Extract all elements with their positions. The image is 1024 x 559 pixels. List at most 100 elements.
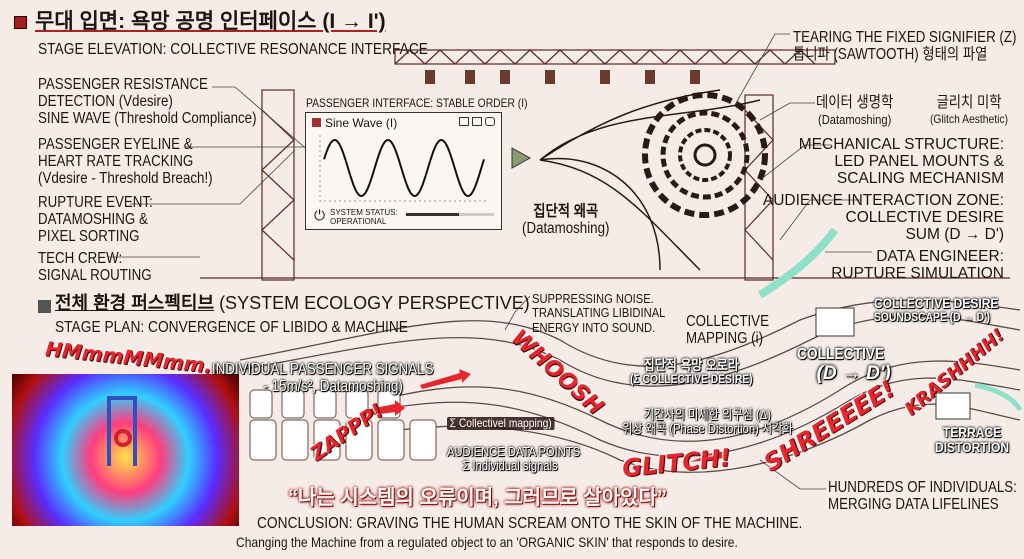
label-line: (Σ COLLECTIVE DESIRE) xyxy=(630,372,753,387)
ecology-title-en: (SYSTEM ECOLOGY PERSPECTIVE) xyxy=(219,293,530,313)
status-meter xyxy=(406,213,494,216)
power-icon[interactable]: ⏻ xyxy=(314,207,326,223)
label-line: AUDIENCE DATA POINTS xyxy=(447,444,581,459)
label-line: TEARING THE FIXED SIGNIFIER (Z) xyxy=(793,29,1017,46)
wave-toggle-icon[interactable] xyxy=(472,117,482,126)
datamoshing-label: 데이터 생명학(Datamoshing) xyxy=(816,94,893,128)
label-line: SINE WAVE (Threshold Compliance) xyxy=(38,110,257,127)
passenger-signals-label: INDIVIDUAL PASSENGER SIGNALS- 15m/s², Da… xyxy=(212,361,433,395)
ring-shape xyxy=(114,429,132,447)
label-line: PIXEL SORTING xyxy=(38,228,140,245)
label-line: MERGING DATA LIFELINES xyxy=(828,496,999,513)
wave-label: Sine Wave (I) xyxy=(325,116,398,130)
sine-wave xyxy=(323,138,485,198)
leader-lines xyxy=(108,33,872,490)
stage-truss xyxy=(200,49,1010,281)
label-line: PASSENGER RESISTANCE xyxy=(38,76,208,93)
sine-wave-plot xyxy=(319,135,486,202)
teal-arrow-up xyxy=(757,227,839,299)
label-line: RUPTURE EVENT: xyxy=(38,194,153,211)
mechanical-label: MECHANICAL STRUCTURE:LED PANEL MOUNTS &S… xyxy=(799,136,1004,187)
sine-wave-tab: Sine Wave (I) xyxy=(312,116,398,130)
collective-mapping-sum: Σ Collectivel mapping) xyxy=(447,416,555,431)
label-line: COLLECTIVE xyxy=(686,313,769,330)
elevation-subtitle: STAGE ELEVATION: COLLECTIVE RESONANCE IN… xyxy=(38,41,428,58)
label-line: (Datamoshing) xyxy=(817,112,892,127)
label-line: SCALING MECHANISM xyxy=(836,170,1004,187)
label-line: 기간사의 미세한 의구심 (Δ) xyxy=(643,407,771,422)
ecology-subtitle: STAGE PLAN: CONVERGENCE OF LIBIDO & MACH… xyxy=(55,319,408,336)
audience-seats xyxy=(249,389,437,461)
label-line: DATA ENGINEER: xyxy=(876,248,1004,265)
label-line: - 15m/s², Datamoshing) xyxy=(263,378,403,395)
label-line: Σ Individual signals xyxy=(462,458,558,474)
status-line: OPERATIONAL xyxy=(330,216,387,226)
passenger-interface-screen: Sine Wave (I) ⏻ SYSTEM STATUS:OPERATIONA… xyxy=(305,112,502,230)
chart-icon[interactable] xyxy=(459,117,469,126)
aurora-label: 집단적 욕망 오로라(Σ COLLECTIVE DESIRE) xyxy=(630,357,753,387)
label-line: RUPTURE SIMULATION xyxy=(831,265,1004,282)
label-line: 집단적 욕망 오로라 xyxy=(643,357,739,373)
datamosh-vortex xyxy=(539,89,768,271)
data-engineer-label: DATA ENGINEER:RUPTURE SIMULATION xyxy=(831,248,1004,282)
elevation-title: 무대 입면: 욕망 공명 인터페이스 (I → I') xyxy=(35,10,386,33)
screen-header: PASSENGER INTERFACE: STABLE ORDER (I) xyxy=(306,96,528,110)
label-line: 글리치 미학 xyxy=(936,94,1002,111)
info-icon[interactable] xyxy=(485,117,495,126)
conclusion: CONCLUSION: GRAVING THE HUMAN SCREAM ONT… xyxy=(257,515,803,532)
label-line: HEART RATE TRACKING xyxy=(38,153,194,170)
hundreds-label: HUNDREDS OF INDIVIDUALS:MERGING DATA LIF… xyxy=(828,479,1017,513)
wave-icon xyxy=(312,118,321,127)
label-line: TECH CREW: xyxy=(38,250,123,267)
section-marker-icon xyxy=(14,16,27,29)
label-line: (Glitch Aesthetic) xyxy=(930,112,1009,126)
system-status: SYSTEM STATUS:OPERATIONAL xyxy=(330,208,398,227)
label-line: (Vdesire - Threshold Breach!) xyxy=(38,170,213,187)
label-line: COLLECTIVE xyxy=(797,346,885,363)
label-line: DETECTION (Vdesire) xyxy=(38,93,173,110)
label-line: COLLECTIVE DESIRE xyxy=(874,295,999,311)
label-line: SUM (D → D') xyxy=(905,226,1004,243)
label-line: SOUNDSCAPE (D → D') xyxy=(874,310,990,325)
guillotine-frame xyxy=(107,396,137,466)
label-line: SIGNAL ROUTING xyxy=(38,267,152,284)
collective-dd-label: COLLECTIVE(D → D') xyxy=(797,346,898,384)
flow-arrow-icon xyxy=(511,147,532,169)
distortion-label: 집단적 왜곡(Datamoshing) xyxy=(522,203,609,237)
screen-controls xyxy=(459,117,495,126)
stage-photo xyxy=(12,374,239,526)
quote: “나는 시스템의 오류이며, 그러므로 살아있다” xyxy=(288,487,667,509)
label-line: TRANSLATING LIBIDINAL xyxy=(532,305,666,321)
red-arrows xyxy=(365,369,725,462)
label-line: 데이터 생명학 xyxy=(816,94,894,111)
ecology-title-ko: 전체 환경 퍼스펙티브 xyxy=(55,293,215,313)
status-line: SYSTEM STATUS: xyxy=(330,208,398,217)
label-line: PASSENGER EYELINE & xyxy=(38,136,193,153)
section-marker-icon xyxy=(38,300,51,313)
eyeline-label: PASSENGER EYELINE &HEART RATE TRACKING(V… xyxy=(38,136,213,187)
label-line: 위상 왜곡 (Phase Distortion) 시각화 xyxy=(622,421,793,437)
stage-lights xyxy=(425,70,700,84)
label-line: INDIVIDUAL PASSENGER SIGNALS xyxy=(212,361,434,378)
glitch-aesthetic-label: 글리치 미학(Glitch Aesthetic) xyxy=(930,94,1008,128)
label-line: MECHANICAL STRUCTURE: xyxy=(798,136,1004,153)
audience-zone-label: AUDIENCE INTERACTION ZONE:COLLECTIVE DES… xyxy=(763,192,1004,243)
label-line: MAPPING (i) xyxy=(686,330,764,347)
label-line: (D → D') xyxy=(816,362,891,384)
rupture-label: RUPTURE EVENT:DATAMOSHING &PIXEL SORTING xyxy=(38,194,153,245)
label-line: LED PANEL MOUNTS & xyxy=(834,153,1004,170)
tech-crew-label: TECH CREW:SIGNAL ROUTING xyxy=(38,250,152,284)
label-line: SUPPRESSING NOISE. xyxy=(532,291,654,306)
label-line: (Datamoshing) xyxy=(522,220,610,237)
label-line: AUDIENCE INTERACTION ZONE: xyxy=(762,192,1004,209)
phase-distortion-label: 기간사의 미세한 의구심 (Δ)위상 왜곡 (Phase Distortion)… xyxy=(622,407,793,437)
label-line: DATAMOSHING & xyxy=(38,211,148,228)
label-line: 톱니파 (SAWTOOTH) 형태의 파열 xyxy=(793,46,988,63)
